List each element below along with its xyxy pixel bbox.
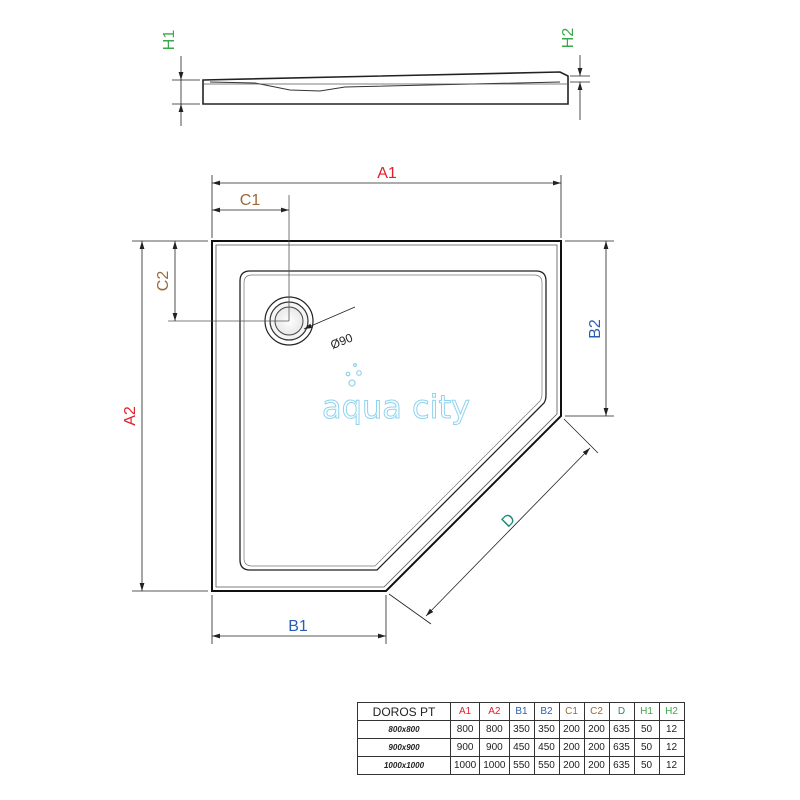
side-profile <box>202 71 569 105</box>
label-c1: C1 <box>240 192 261 209</box>
cell: 200 <box>583 738 610 757</box>
label-b2: B2 <box>587 319 604 339</box>
row-size: 1000x1000 <box>357 756 451 775</box>
spec-table-header: DOROS PT A1 A2 B1 B2 C1 C2 D H1 H2 <box>357 702 685 721</box>
cell: 550 <box>533 756 560 775</box>
cell: 900 <box>479 738 510 757</box>
cell: 1000 <box>479 756 510 775</box>
cell: 800 <box>449 720 481 739</box>
cell: 200 <box>558 720 585 739</box>
table-row: 1000x1000 1000 1000 550 550 200 200 635 … <box>357 756 685 775</box>
cell: 200 <box>558 756 585 775</box>
cell: 1000 <box>449 756 481 775</box>
side-view <box>172 55 590 126</box>
cell: 12 <box>658 756 685 775</box>
cell: 450 <box>533 738 560 757</box>
table-row: 800x800 800 800 350 350 200 200 635 50 1… <box>357 720 685 739</box>
row-size: 800x800 <box>357 720 451 739</box>
label-a2: A2 <box>122 406 139 426</box>
cell: 550 <box>508 756 535 775</box>
cell: 200 <box>583 756 610 775</box>
label-b1: B1 <box>288 618 308 635</box>
col-h1: H1 <box>633 702 660 721</box>
col-a2: A2 <box>479 702 510 721</box>
tray-basin-inner <box>243 274 543 567</box>
col-c2: C2 <box>583 702 610 721</box>
cell: 900 <box>449 738 481 757</box>
col-d: D <box>608 702 635 721</box>
watermark: aqua city <box>322 363 470 427</box>
cell: 635 <box>608 738 635 757</box>
cell: 50 <box>633 738 660 757</box>
cell: 350 <box>508 720 535 739</box>
cell: 635 <box>608 720 635 739</box>
col-c1: C1 <box>558 702 585 721</box>
model-name: DOROS PT <box>357 702 451 721</box>
spec-table: DOROS PT A1 A2 B1 B2 C1 C2 D H1 H2 800x8… <box>357 702 685 775</box>
label-h1: H1 <box>161 30 178 51</box>
col-h2: H2 <box>658 702 685 721</box>
cell: 50 <box>633 756 660 775</box>
row-size: 900x900 <box>357 738 451 757</box>
cell: 200 <box>558 738 585 757</box>
label-d: D <box>499 511 519 531</box>
label-a1: A1 <box>377 165 397 182</box>
table-row: 900x900 900 900 450 450 200 200 635 50 1… <box>357 738 685 757</box>
cell: 12 <box>658 720 685 739</box>
side-profile-inner <box>209 81 561 92</box>
cell: 450 <box>508 738 535 757</box>
col-b2: B2 <box>533 702 560 721</box>
label-h2: H2 <box>560 28 577 49</box>
drain <box>168 195 356 346</box>
col-b1: B1 <box>508 702 535 721</box>
cell: 12 <box>658 738 685 757</box>
top-view <box>132 175 614 644</box>
label-c2: C2 <box>155 271 172 292</box>
cell: 50 <box>633 720 660 739</box>
cell: 800 <box>479 720 510 739</box>
watermark-text: aqua city <box>322 388 470 426</box>
tray-basin <box>239 270 547 571</box>
col-a1: A1 <box>449 702 481 721</box>
cell: 200 <box>583 720 610 739</box>
cell: 635 <box>608 756 635 775</box>
cell: 350 <box>533 720 560 739</box>
